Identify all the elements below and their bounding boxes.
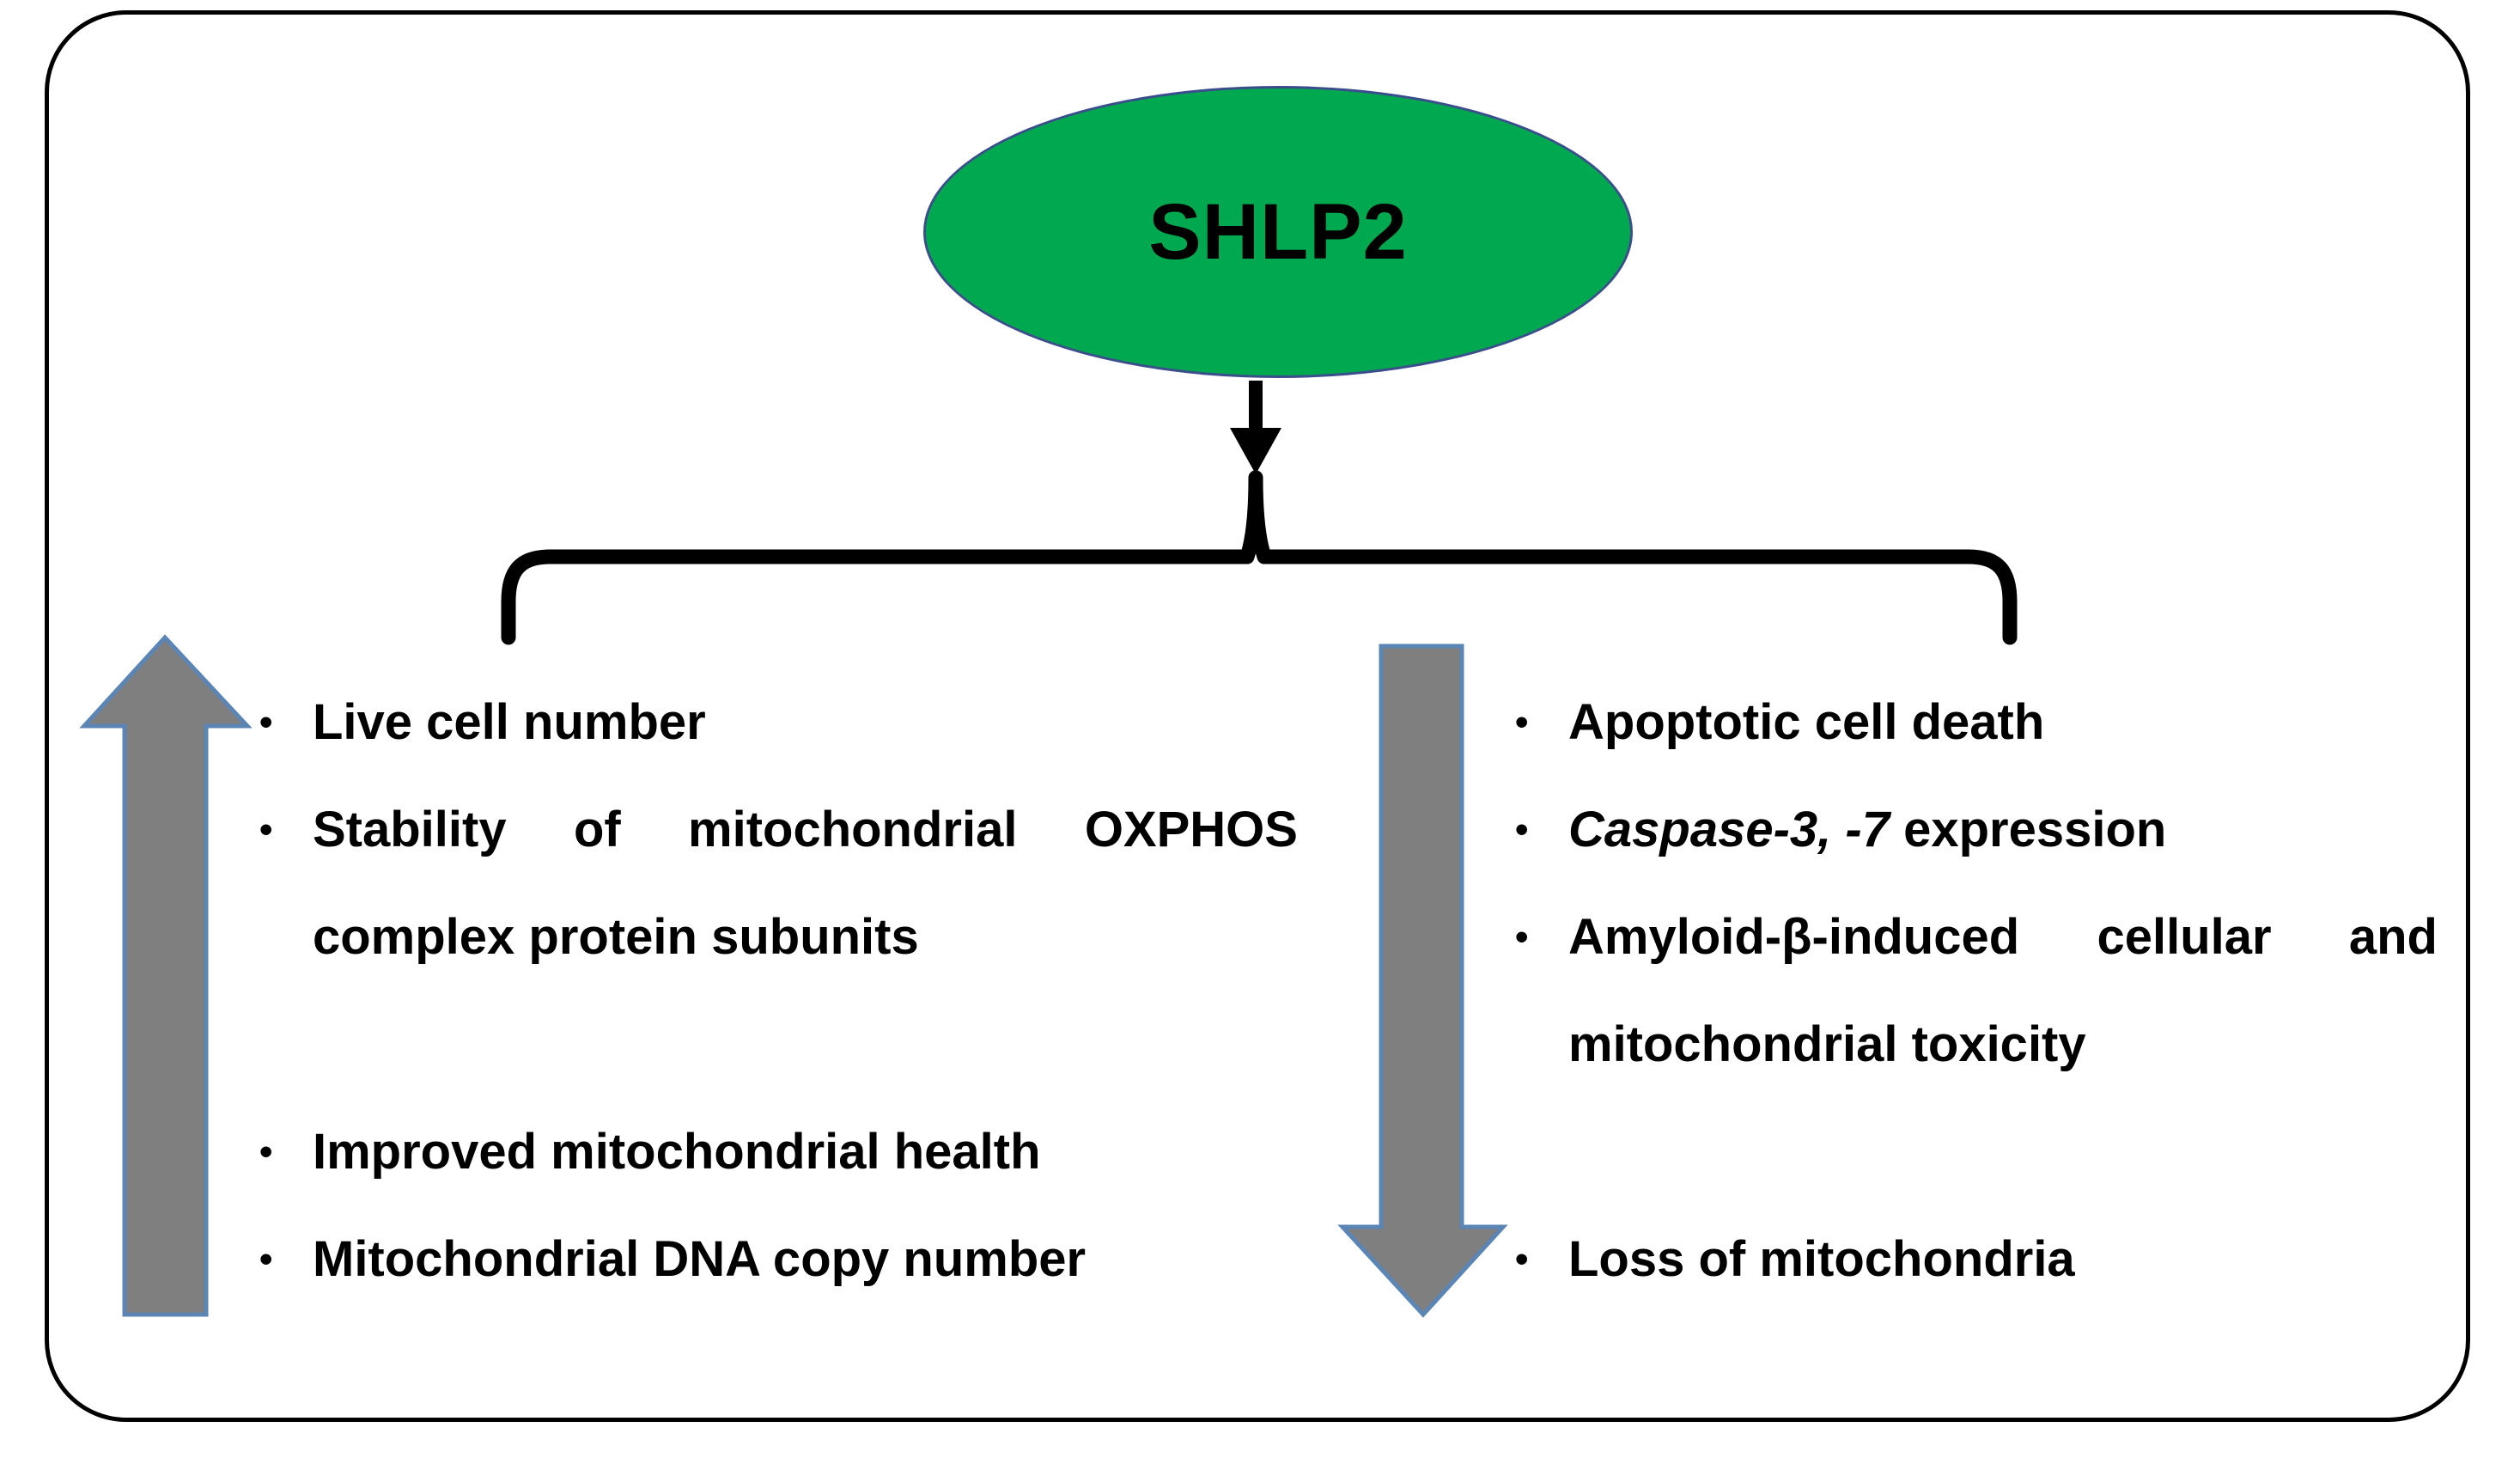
- list-item: Amyloid-β-induced cellular and mitochond…: [1510, 883, 2438, 1205]
- bullet-text: Mitochondrial DNA copy number: [313, 1231, 1087, 1287]
- bullet-text: Loss of mitochondria: [1568, 1231, 2075, 1287]
- list-item: Caspase-3, -7 expression: [1510, 776, 2438, 883]
- list-item: Improved mitochondrial health: [254, 1098, 1298, 1205]
- list-item: Live cell number: [254, 668, 1298, 776]
- bullet-text-composite: Caspase-3, -7 expression: [1568, 776, 2438, 883]
- node-shlp2: SHLP2: [923, 86, 1633, 378]
- column-decrease: Apoptotic cell death Caspase-3, -7 expre…: [1510, 668, 2438, 1313]
- list-item: Mitochondrial DNA copy number: [254, 1205, 1298, 1313]
- bullet-text: Amyloid-β-induced cellular and mitochond…: [1568, 909, 2438, 1072]
- bullet-text: Improved mitochondrial health: [313, 1124, 1041, 1180]
- list-item: Stability of mitochondrial OXPHOS comple…: [254, 776, 1298, 1098]
- figure-frame: [45, 10, 2470, 1422]
- bullet-text-italic: Caspase-3, -7: [1568, 802, 1890, 857]
- bullet-text: Apoptotic cell death: [1568, 694, 2045, 750]
- list-item: Apoptotic cell death: [1510, 668, 2438, 776]
- list-item: Loss of mitochondria: [1510, 1205, 2438, 1313]
- node-shlp2-label: SHLP2: [1148, 188, 1408, 276]
- bullet-text-rest: expression: [1889, 802, 2167, 857]
- bullet-text: Live cell number: [313, 694, 706, 750]
- column-increase: Live cell number Stability of mitochondr…: [254, 668, 1298, 1313]
- bullet-text: Stability of mitochondrial OXPHOS comple…: [313, 802, 1298, 965]
